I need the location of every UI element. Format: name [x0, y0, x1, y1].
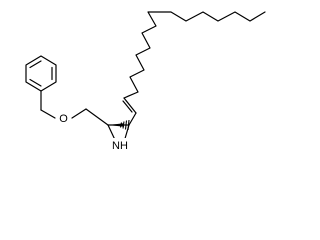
benzene-inner-double-bond-1 — [29, 60, 42, 69]
benzyl-ch2-to-oxygen-bond — [40, 109, 56, 119]
nh-label-background — [111, 138, 129, 152]
oxygen-label: O — [59, 113, 68, 125]
chemical-structure-diagram: O NH — [25, 11, 266, 152]
oxygen-label-background — [57, 111, 70, 125]
long-alkyl-chain — [123, 11, 266, 99]
aziridine-stereo-hash — [119, 119, 130, 131]
benzene-inner-double-bond-3 — [29, 78, 42, 87]
aziridine-to-alkene-bond — [128, 112, 137, 126]
benzene-ring-outline — [25, 55, 57, 92]
oxygen-to-ch2-bond — [71, 108, 87, 119]
nh-label: NH — [112, 140, 128, 152]
oxygen-atom: O — [57, 111, 70, 125]
ch2-to-aziridine-carbon-bond — [85, 108, 109, 126]
alkene-double-bond-outer — [123, 97, 137, 114]
nitrogen-atom: NH — [111, 138, 129, 152]
aziridine-stereo-wedge — [108, 123, 124, 127]
alkene-double-bond-inner — [122, 100, 133, 113]
benzene-ring — [25, 55, 57, 92]
